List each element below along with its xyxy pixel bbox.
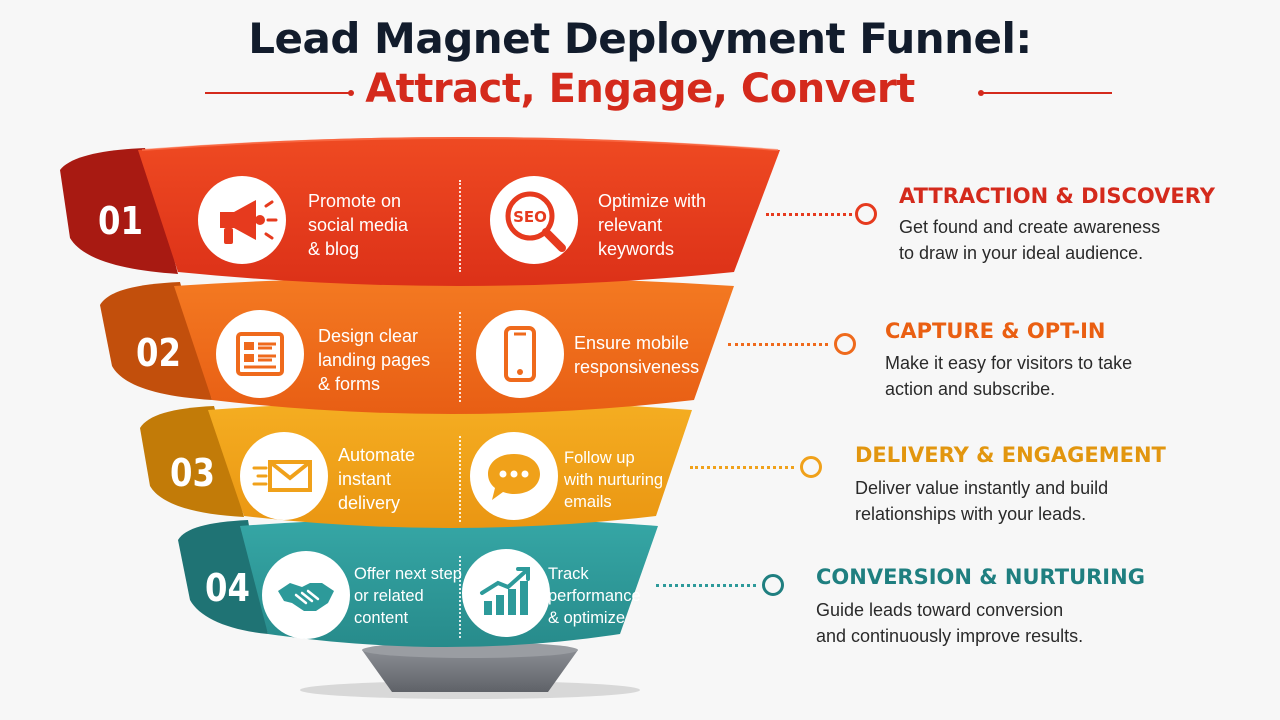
- stage-description: Guide leads toward conversion and contin…: [816, 600, 1084, 646]
- stage-connector: [690, 466, 794, 469]
- stage-title: CONVERSION & NURTURING: [816, 565, 1145, 589]
- action-text: Offer next step or related content: [354, 565, 462, 627]
- landing-page-icon: [216, 310, 304, 398]
- subtitle-rule-left-dot: [348, 90, 354, 96]
- envelope-icon: [240, 432, 328, 520]
- subtitle-rule-right-dot: [978, 90, 984, 96]
- stage-marker-ring: [834, 333, 856, 355]
- stage-description: Get found and create awareness to draw i…: [899, 217, 1161, 263]
- stage-connector: [656, 584, 756, 587]
- stage-title: CAPTURE & OPT-IN: [885, 319, 1106, 343]
- megaphone-icon: [198, 176, 286, 264]
- stage-connector: [728, 343, 828, 346]
- stage-marker-ring: [855, 203, 877, 225]
- chat-bubble-icon: [470, 432, 558, 520]
- tier-4-ribbon: [178, 520, 268, 634]
- step-number: 03: [170, 451, 215, 495]
- step-number: 01: [98, 199, 143, 243]
- tier-divider: [459, 556, 461, 638]
- tier-divider: [459, 312, 461, 402]
- seo-search-icon: SEO: [490, 176, 578, 264]
- stage-title: DELIVERY & ENGAGEMENT: [855, 443, 1166, 467]
- action-text: Design clear landing pages & forms: [318, 326, 431, 394]
- action-text: Optimize with relevant keywords: [598, 191, 707, 259]
- page-subtitle: Attract, Engage, Convert: [365, 66, 915, 112]
- action-text: Track performance & optimize: [548, 565, 641, 627]
- funnel-spout: [362, 650, 578, 692]
- action-text: Automate instant delivery: [338, 445, 416, 513]
- step-number: 02: [136, 331, 181, 375]
- tier-3-body: [208, 401, 692, 528]
- tier-2-body: [174, 277, 734, 414]
- action-text: Promote on social media & blog: [308, 191, 409, 259]
- svg-text:SEO: SEO: [513, 208, 547, 226]
- growth-chart-icon: [462, 549, 550, 637]
- step-number: 04: [205, 566, 250, 610]
- stage-marker-ring: [762, 574, 784, 596]
- action-text: Ensure mobile responsiveness: [574, 333, 700, 377]
- action-text: Follow up with nurturing emails: [564, 449, 664, 511]
- stage-marker-ring: [800, 456, 822, 478]
- subtitle-rule-left: [205, 92, 350, 94]
- tier-divider: [459, 180, 461, 272]
- mobile-phone-icon: [476, 310, 564, 398]
- page-title: Lead Magnet Deployment Funnel:: [248, 14, 1032, 63]
- handshake-icon: [262, 551, 350, 639]
- stage-title: ATTRACTION & DISCOVERY: [899, 184, 1215, 208]
- stage-description: Make it easy for visitors to take action…: [885, 353, 1133, 399]
- tier-divider: [459, 436, 461, 522]
- stage-connector: [766, 213, 852, 216]
- subtitle-rule-right: [982, 92, 1112, 94]
- stage-description: Deliver value instantly and build relati…: [855, 478, 1109, 524]
